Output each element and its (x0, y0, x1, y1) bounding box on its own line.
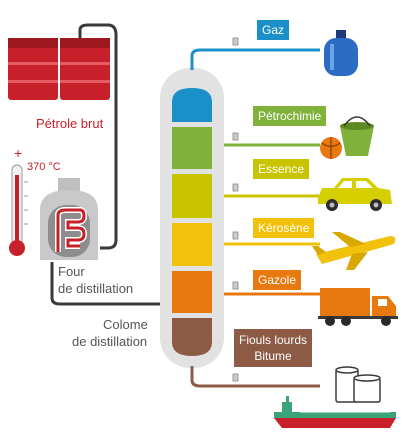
column-fractions (172, 88, 212, 356)
bucket-and-ball-icon (320, 116, 374, 159)
gas-bottle-icon (324, 30, 358, 76)
product-label-heavy-fuel-line2: Bitume (254, 349, 292, 363)
column-label-line1: Colome (103, 317, 148, 332)
product-label-diesel: Gazole (253, 270, 302, 290)
crude-oil-label: Pétrole brut (36, 116, 104, 131)
svg-text:+: + (14, 145, 22, 161)
column-label-line2: de distillation (72, 334, 148, 349)
storage-tanks-icon (335, 366, 381, 403)
crude-pipe (78, 23, 118, 250)
car-icon (318, 178, 392, 211)
product-label-heavy-fuel: Fiouls lourds Bitume (234, 329, 313, 367)
truck-icon (318, 288, 398, 326)
product-label-gasoline: Essence (253, 159, 310, 179)
temperature-label: 370 °C (27, 161, 61, 173)
thermometer-icon (9, 164, 28, 256)
furnace-label-line1: Four (58, 264, 85, 279)
product-label-kerosene: Kérosène (253, 218, 315, 238)
product-label-gas: Gaz (257, 20, 290, 40)
tanker-ship-icon (274, 396, 396, 428)
product-label-petrochemicals: Pétrochimie (253, 106, 327, 126)
crude-oil-barrels-icon (8, 38, 110, 100)
output-pipes (190, 48, 320, 388)
airplane-icon (312, 232, 396, 270)
product-label-heavy-fuel-line1: Fiouls lourds (239, 333, 308, 347)
furnace-to-column-pipe (50, 262, 165, 306)
furnace-icon (40, 178, 98, 260)
furnace-label-line2: de distillation (58, 281, 134, 296)
